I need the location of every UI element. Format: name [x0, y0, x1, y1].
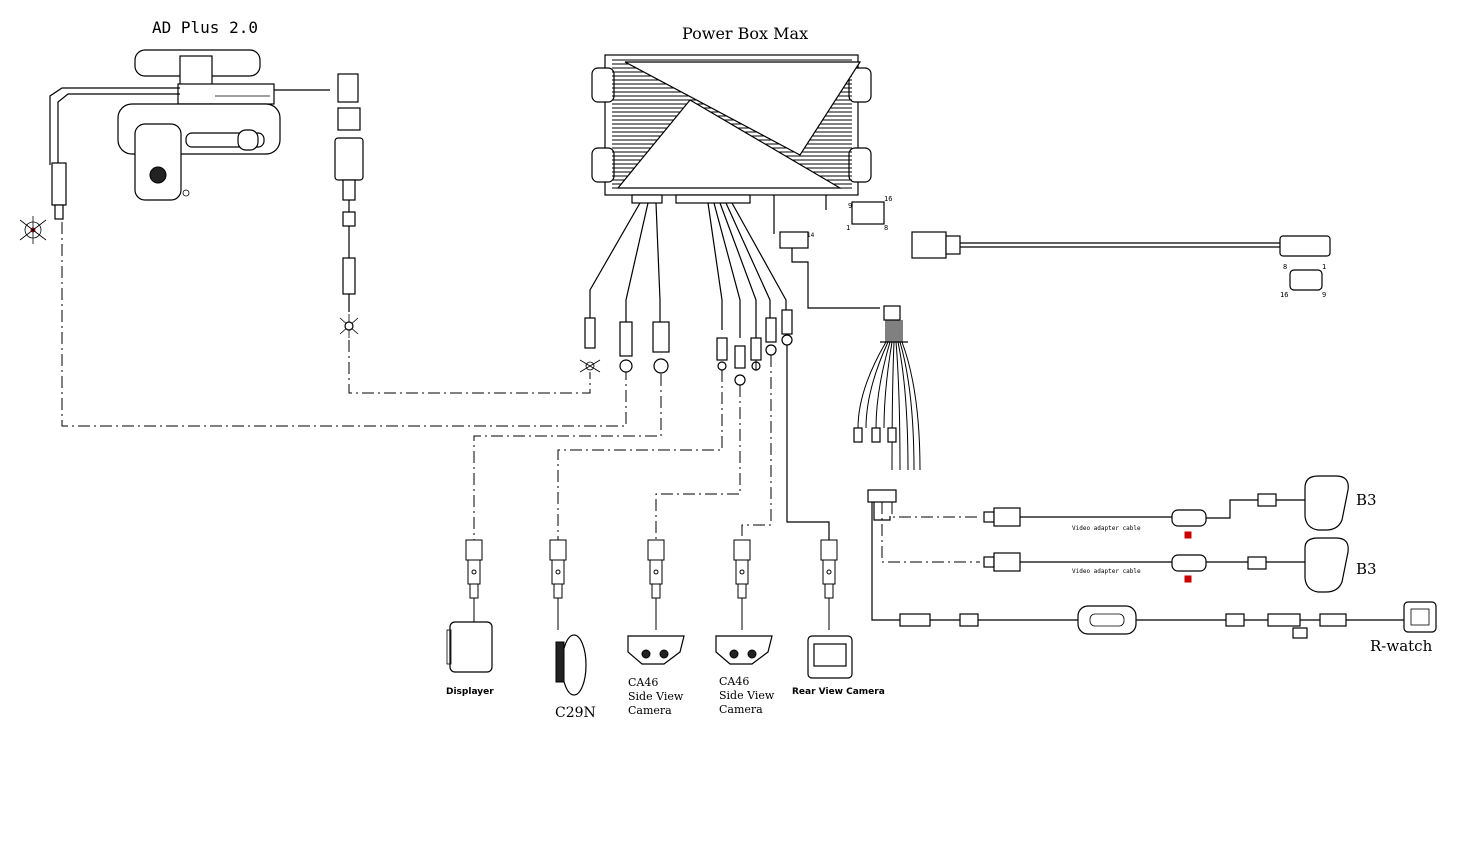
conn16-pin-label-a: 16	[884, 195, 892, 203]
ca46-right-label-1: CA46	[719, 675, 749, 688]
video-adapter-top-plug	[993, 507, 1021, 527]
displayer-label: Displayer	[446, 687, 494, 697]
port-1	[584, 317, 596, 349]
conn16-pin-label-c: 1	[846, 224, 850, 232]
c29n-label: C29N	[555, 705, 596, 721]
port-4	[716, 337, 728, 361]
conn16-connector	[851, 201, 885, 225]
b3-top-device	[1304, 475, 1349, 531]
obd-port	[1289, 269, 1323, 291]
ad-plus-device	[117, 49, 281, 201]
video-adapter-bottom-plug	[993, 552, 1021, 572]
obd-connector	[1279, 235, 1331, 257]
ca46-right-label-2: Side View	[719, 689, 775, 702]
port-8	[781, 309, 793, 335]
video-adapter-top-label: Video adapter cable	[1072, 525, 1141, 532]
b3-top-label: B3	[1356, 491, 1377, 509]
ad-plus-right-plug	[337, 73, 359, 103]
conn14-pin-label: 14	[807, 232, 815, 239]
conn16-pin-label-d: 8	[884, 224, 888, 232]
power-box-device	[591, 54, 872, 204]
ca46-left-label-1: CA46	[628, 676, 658, 689]
harness-terminal	[867, 489, 897, 503]
conn14-connector	[779, 231, 809, 249]
ca46-left-label-3: Camera	[628, 704, 672, 717]
ca46-left-label-2: Side View	[628, 690, 684, 703]
ad-plus-connector	[51, 162, 67, 206]
obd-pin-label-16: 16	[1280, 291, 1288, 299]
b3-bottom-device	[1304, 537, 1349, 593]
ca46-right-device	[715, 635, 773, 665]
obd-pin-label-1: 1	[1322, 263, 1326, 271]
star-connector-icon	[339, 314, 359, 338]
obd-pin-label-9: 9	[1322, 291, 1326, 299]
r-watch-label: R-watch	[1370, 637, 1433, 655]
b3-bottom-label: B3	[1356, 560, 1377, 578]
port-5	[734, 345, 746, 369]
power-box-label: Power Box Max	[682, 24, 808, 43]
ca46-left-device	[627, 635, 685, 665]
conn16-pin-label-b: 9	[848, 202, 852, 210]
port-7	[765, 317, 777, 343]
ad-plus-label: AD Plus 2.0	[152, 18, 258, 37]
r-watch-plug	[899, 613, 931, 627]
video-adapter-bottom-label: Video adapter cable	[1072, 568, 1141, 575]
r-watch-device	[1403, 601, 1437, 633]
displayer-device	[449, 621, 493, 673]
rear-camera-label: Rear View Camera	[792, 687, 885, 697]
port-3	[652, 321, 670, 353]
port-6	[750, 337, 762, 361]
pin-connector-icon	[19, 216, 47, 244]
c29n-device	[561, 634, 587, 696]
port-2	[619, 321, 633, 357]
r-watch-module	[1077, 605, 1137, 635]
harness-plug	[883, 305, 901, 321]
obd-pin-label-8: 8	[1283, 263, 1287, 271]
ca46-right-label-3: Camera	[719, 703, 763, 716]
obd-plug	[911, 231, 947, 259]
